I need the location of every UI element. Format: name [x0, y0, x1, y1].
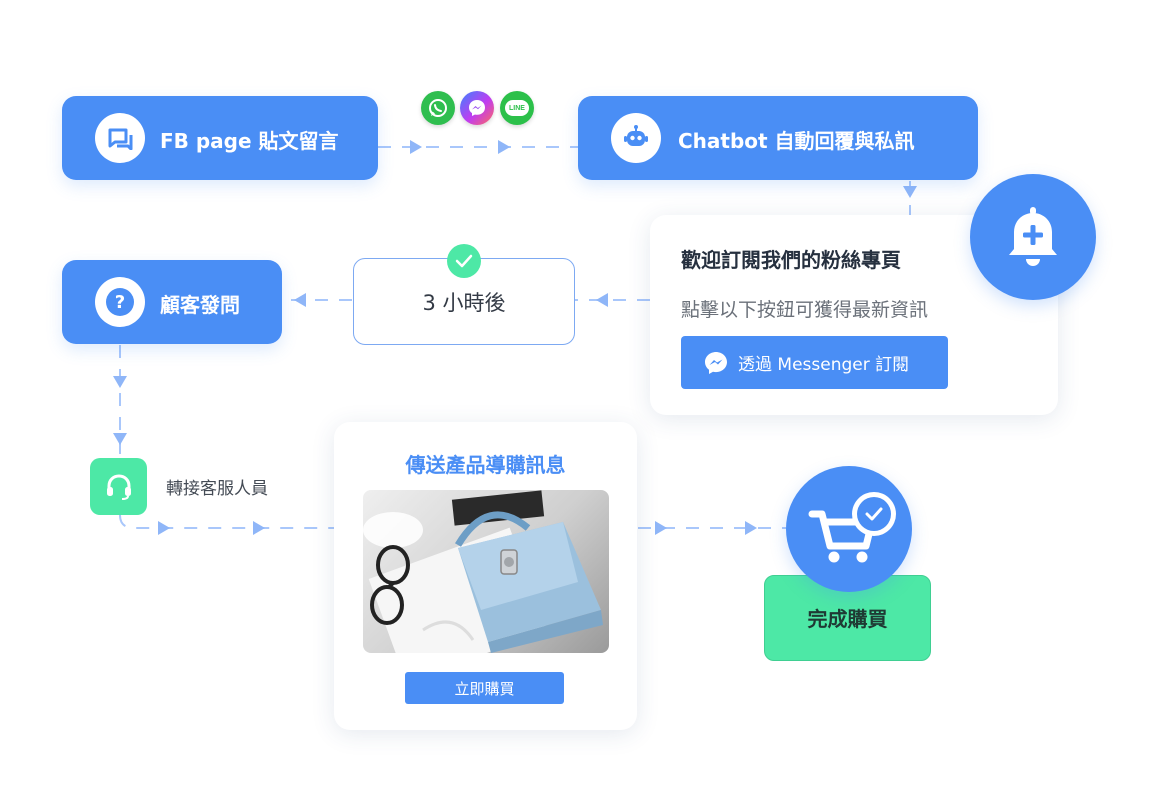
buy-now-label: 立即購買 — [454, 679, 515, 698]
arrow-head — [655, 521, 667, 535]
complete-purchase-label: 完成購買 — [807, 607, 888, 631]
messenger-icon — [460, 91, 494, 125]
product-card: 傳送產品導購訊息 立即購買 — [334, 422, 637, 730]
arrow-head — [294, 293, 306, 307]
arrow-head — [113, 433, 127, 445]
customer-question-node: ? 顧客發問 — [62, 260, 282, 344]
bell-plus-icon — [1009, 207, 1057, 266]
arrow-head — [745, 521, 757, 535]
fb-comment-label: FB page 貼文留言 — [160, 129, 339, 153]
arrow-head — [498, 140, 510, 154]
messenger-icon — [703, 350, 729, 376]
subscribe-title: 歡迎訂閱我們的粉絲專頁 — [681, 248, 901, 272]
chatbot-label: Chatbot 自動回覆與私訊 — [678, 129, 915, 153]
arrow-head — [253, 521, 265, 535]
messenger-subscribe-button[interactable]: 透過 Messenger 訂閱 — [681, 336, 948, 389]
robot-icon — [611, 113, 661, 163]
chatbot-node: Chatbot 自動回覆與私訊 — [578, 96, 978, 180]
question-icon: ? — [95, 277, 145, 327]
wait-timer-label: 3 小時後 — [422, 290, 506, 315]
buy-now-button[interactable]: 立即購買 — [405, 672, 564, 704]
subscribe-subtitle: 點擊以下按鈕可獲得最新資訊 — [681, 299, 929, 321]
transfer-agent-label: 轉接客服人員 — [166, 479, 268, 499]
comment-icon — [95, 113, 145, 163]
subscribe-button-label: 透過 Messenger 訂閱 — [738, 355, 910, 375]
arrow-head — [903, 186, 917, 198]
product-card-title: 傳送產品導購訊息 — [405, 453, 566, 477]
check-circle-icon — [852, 492, 896, 536]
headset-icon — [90, 458, 147, 515]
fb-comment-node: FB page 貼文留言 — [62, 96, 378, 180]
customer-question-label: 顧客發問 — [160, 293, 240, 317]
line-logo-text: LINE — [509, 104, 525, 112]
check-icon — [447, 244, 481, 278]
arrow-head — [410, 140, 422, 154]
arrow-head — [158, 521, 170, 535]
bell-plus-badge — [970, 174, 1096, 300]
product-image — [363, 490, 609, 653]
whatsapp-icon — [421, 91, 455, 125]
cart-check-badge — [786, 466, 912, 592]
line-icon: LINE — [500, 91, 534, 125]
arrow-head — [113, 376, 127, 388]
arrow-head — [596, 293, 608, 307]
shopping-cart-icon — [808, 510, 876, 563]
